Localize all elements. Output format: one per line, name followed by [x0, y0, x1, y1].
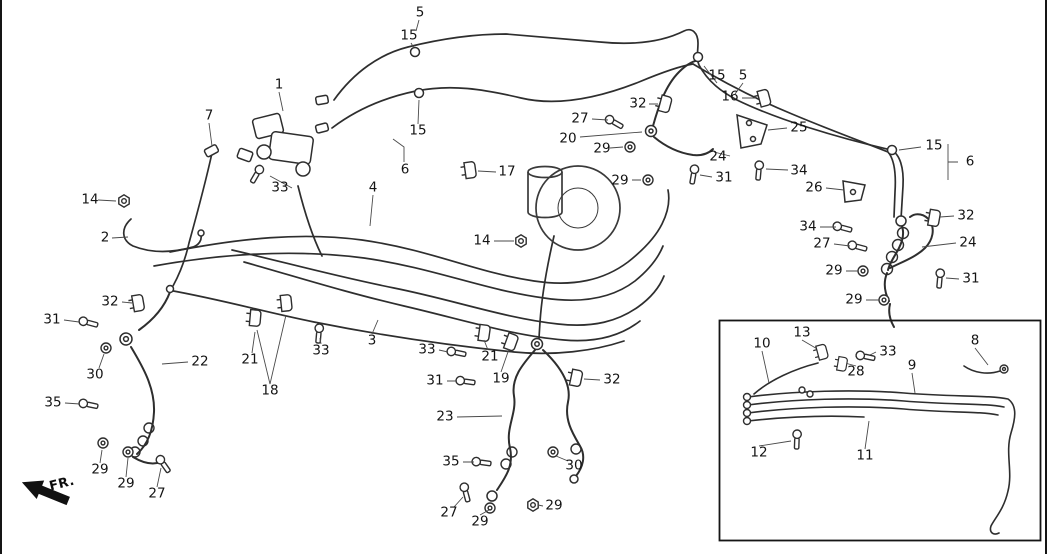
callout-34-28: 34 [799, 218, 817, 235]
callout-18-40: 18 [261, 382, 279, 399]
callout-26-18: 26 [805, 179, 823, 196]
callout-29-12: 29 [593, 140, 611, 157]
callout-32-34: 32 [101, 293, 119, 310]
callout-25-13: 25 [790, 119, 808, 136]
callout-21-43: 21 [481, 348, 499, 365]
callout-27-51: 27 [148, 485, 166, 502]
callout-5-7: 5 [738, 67, 748, 84]
brake-booster [527, 165, 621, 251]
callout-29-56: 29 [545, 497, 563, 514]
callout-1-2: 1 [274, 76, 284, 93]
callout-32-27: 32 [957, 207, 975, 224]
callout-27-10: 27 [571, 110, 589, 127]
callout-32-46: 32 [603, 371, 621, 388]
callout-3-36: 3 [367, 332, 377, 349]
callout-35-52: 35 [442, 453, 460, 470]
callout-15-19: 15 [925, 137, 943, 154]
callout-15-1: 15 [400, 27, 418, 44]
hose-coils [129, 226, 910, 470]
callout-8-62: 8 [970, 332, 980, 349]
callout-31-15: 31 [715, 169, 733, 186]
callout-29-31: 29 [825, 262, 843, 279]
callout-21-39: 21 [241, 351, 259, 368]
callout-32-9: 32 [629, 95, 647, 112]
callout-29-33: 29 [845, 291, 863, 308]
callout-33-22: 33 [271, 179, 289, 196]
callout-17-21: 17 [498, 163, 516, 180]
callout-19-44: 19 [492, 370, 510, 387]
callout-15-6: 15 [708, 67, 726, 84]
callout-29-50: 29 [117, 475, 135, 492]
callout-24-14: 24 [709, 148, 727, 165]
callout-14-23: 14 [81, 191, 99, 208]
callout-29-16: 29 [611, 172, 629, 189]
brake-pipes [122, 28, 904, 355]
callout-6-5: 6 [400, 161, 410, 178]
callout-11-64: 11 [856, 447, 874, 464]
callout-16-8: 16 [721, 88, 739, 105]
callout-2-24: 2 [100, 229, 110, 246]
leader-lines [63, 19, 989, 516]
callout-24-29: 24 [959, 234, 977, 251]
pipe-fittings [119, 46, 907, 502]
callout-14-26: 14 [473, 232, 491, 249]
callout-31-35: 31 [43, 311, 61, 328]
callout-28-60: 28 [847, 363, 865, 380]
callout-6-20: 6 [965, 153, 975, 170]
callout-4-25: 4 [368, 179, 378, 196]
callout-27-54: 27 [440, 504, 458, 521]
callout-29-49: 29 [91, 461, 109, 478]
callout-29-55: 29 [471, 513, 489, 530]
callout-33-42: 33 [418, 341, 436, 358]
callout-31-45: 31 [426, 372, 444, 389]
callout-30-37: 30 [86, 366, 104, 383]
callout-33-41: 33 [312, 342, 330, 359]
fr-direction-arrow-icon [21, 480, 70, 506]
callout-7-3: 7 [204, 107, 214, 124]
inset-box [718, 319, 1042, 542]
callout-10-58: 10 [753, 335, 771, 352]
callout-13-57: 13 [793, 324, 811, 341]
callout-5-0: 5 [415, 4, 425, 21]
callout-12-63: 12 [750, 444, 768, 461]
callout-30-53: 30 [565, 457, 583, 474]
callout-33-59: 33 [879, 343, 897, 360]
mount-brackets [736, 113, 866, 203]
callout-31-32: 31 [962, 270, 980, 287]
callout-20-11: 20 [559, 130, 577, 147]
callout-9-61: 9 [907, 357, 917, 374]
callout-22-38: 22 [191, 353, 209, 370]
proportioning-valve [203, 94, 330, 177]
callout-23-48: 23 [436, 408, 454, 425]
callout-35-47: 35 [44, 394, 62, 411]
callout-15-4: 15 [409, 122, 427, 139]
callout-34-17: 34 [790, 162, 808, 179]
callout-27-30: 27 [813, 235, 831, 252]
